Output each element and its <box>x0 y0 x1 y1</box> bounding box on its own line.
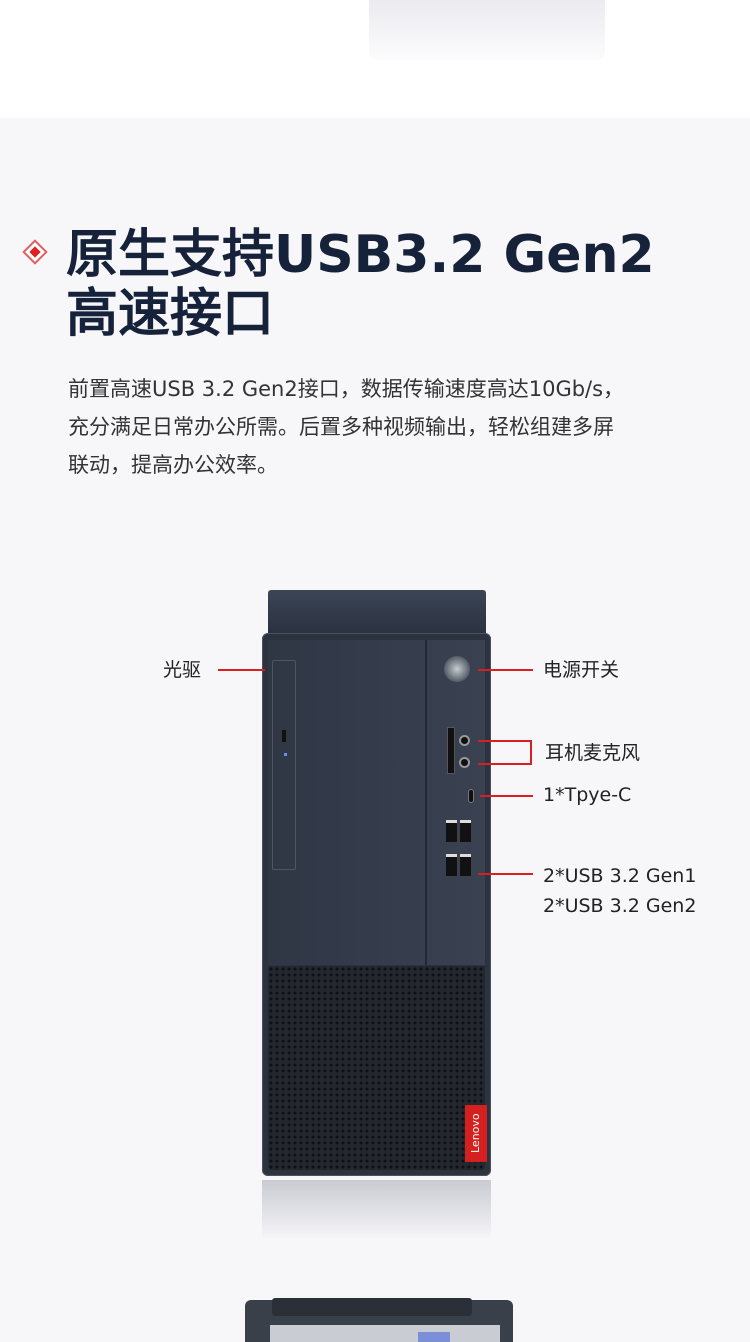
power-button-icon <box>444 656 470 682</box>
callout-line <box>478 873 533 875</box>
previous-product-image <box>369 0 605 60</box>
callout-line <box>478 669 533 671</box>
tower-mesh-grille <box>268 966 485 1170</box>
next-image-top <box>272 1298 472 1316</box>
callout-line <box>218 669 265 671</box>
callout-bracket <box>530 740 532 765</box>
usb-port-icon <box>446 854 457 876</box>
section-title-line1: 原生支持USB3.2 Gen2 <box>66 225 655 285</box>
card-reader-slot <box>447 727 455 774</box>
audio-label: 耳机麦克风 <box>545 742 641 764</box>
eject-button <box>282 730 286 742</box>
description-line: 联动，提高办公效率。 <box>68 453 278 477</box>
description-line: 前置高速USB 3.2 Gen2接口，数据传输速度高达10Gb/s， <box>68 377 625 401</box>
headphone-jack-icon <box>459 757 470 768</box>
optical-drive-bay <box>272 660 296 870</box>
type-c-port-icon <box>468 789 474 803</box>
next-image-blue-part <box>418 1332 450 1342</box>
callout-line <box>478 763 532 765</box>
diamond-bullet-icon <box>22 239 48 265</box>
optical-drive-label: 光驱 <box>163 659 202 681</box>
callout-line <box>478 740 532 742</box>
mic-jack-icon <box>459 735 470 746</box>
usb-gen1-label: 2*USB 3.2 Gen1 <box>543 865 697 887</box>
drive-led-icon <box>284 753 287 756</box>
callout-line <box>480 795 533 797</box>
panel-divider <box>425 640 427 965</box>
description-line: 充分满足日常办公所需。后置多种视频输出，轻松组建多屏 <box>68 415 614 439</box>
power-switch-label: 电源开关 <box>543 659 620 681</box>
section-description: 前置高速USB 3.2 Gen2接口，数据传输速度高达10Gb/s， 充分满足日… <box>68 370 733 484</box>
usb-port-icon <box>460 854 471 876</box>
tower-front-panel <box>268 640 485 965</box>
tower-top-cap <box>268 590 486 635</box>
next-image-metal <box>270 1325 500 1342</box>
usb-port-icon <box>446 820 457 842</box>
type-c-label: 1*Tpye-C <box>543 784 632 806</box>
usb-gen2-label: 2*USB 3.2 Gen2 <box>543 895 697 917</box>
lenovo-logo: Lenovo <box>465 1105 487 1162</box>
section-title-line2: 高速接口 <box>66 284 275 344</box>
usb-port-icon <box>460 820 471 842</box>
tower-reflection <box>262 1180 491 1240</box>
